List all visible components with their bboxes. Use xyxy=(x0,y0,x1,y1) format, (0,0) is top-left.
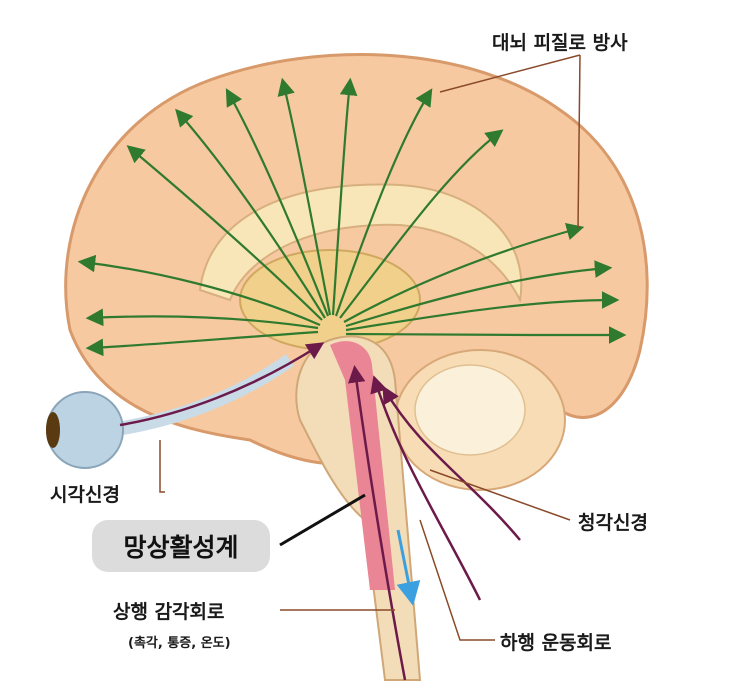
cortical-radiation-arrows xyxy=(77,77,627,357)
corpus-callosum xyxy=(198,183,523,304)
label-optic-nerve: 시각신경 xyxy=(50,484,120,506)
label-reticular-activating-system: 망상활성계 xyxy=(92,520,270,572)
label-cortex-radiation: 대뇌 피질로 방사 xyxy=(492,32,628,54)
label-descending-motor: 하행 운동회로 xyxy=(500,632,612,654)
leader-lines xyxy=(159,54,581,641)
label-ascending-sensory: 상행 감각회로 xyxy=(113,601,225,623)
label-auditory-nerve: 청각신경 xyxy=(578,512,648,534)
label-ascending-sensory-sub: (촉각, 통증, 온도) xyxy=(128,636,231,651)
